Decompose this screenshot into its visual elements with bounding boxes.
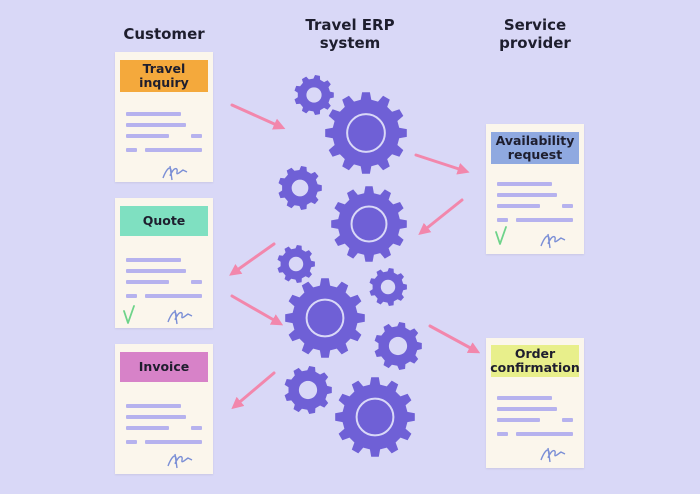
gear-hole [306,87,322,103]
erp-title-line-1: Travel ERP [305,16,395,34]
text-line [562,418,573,422]
checkmark-icon [495,226,507,245]
text-line [191,280,202,284]
gear-hub [311,304,339,332]
provider-column-title: Service provider [480,16,590,52]
quote-document: Quote [115,198,213,328]
text-line [497,218,508,222]
erp-title-line-2: system [319,34,381,52]
text-line [145,440,202,444]
arrow-inquiry-to-erp [230,103,286,130]
customer-column-title: Customer [123,25,205,43]
signature-icon [162,165,188,181]
gear-ring [350,205,388,243]
signature-icon [540,447,566,463]
gear-hole [388,336,408,356]
arrow-erp-to-invoice [231,371,276,410]
text-line [145,294,202,298]
gear-group [277,75,422,457]
text-line [145,148,202,152]
gear-icon [284,366,332,414]
text-line [126,415,186,419]
text-line [516,432,573,436]
provider-title-line-1: Service [503,16,567,34]
gear-hole [291,179,309,197]
text-line [497,418,540,422]
text-line [126,426,169,430]
arrow-erp-to-order-confirmation [428,324,481,354]
text-line [126,112,181,116]
text-line [126,294,137,298]
text-line [497,432,508,436]
gear-hole [288,256,304,272]
gear-icon [285,278,365,358]
text-line [497,193,557,197]
gear-icon [335,377,415,457]
gear-ring [355,397,395,437]
text-line [126,404,181,408]
gear-icon [278,166,322,210]
arrow-erp-to-availability [414,153,470,175]
text-line [126,258,181,262]
signature-icon [540,233,566,249]
gear-icon [331,186,407,262]
text-line [126,148,137,152]
gear-ring [346,113,386,153]
gear-icon [294,75,334,115]
quote-label: Quote [120,206,208,236]
text-line [126,134,169,138]
text-line [516,218,573,222]
erp-column-title: Travel ERP system [290,16,410,52]
text-line [562,204,573,208]
gear-hub [361,403,389,431]
gear-icon [369,268,407,306]
text-line [126,440,137,444]
signature-icon [167,453,193,469]
gear-hole [298,380,318,400]
gear-hub [356,211,382,237]
text-line [497,182,552,186]
text-line [126,280,169,284]
arrow-provider-to-erp [418,198,464,235]
gear-icon [277,245,315,283]
arrow-quote-to-erp [230,294,284,326]
text-line [497,204,540,208]
gear-hub [352,119,380,147]
gear-hole [380,279,396,295]
gear-icon [374,322,422,370]
signature-icon [167,309,193,325]
invoice-document: Invoice [115,344,213,474]
text-line [191,426,202,430]
arrow-erp-to-quote [229,242,276,276]
text-line [497,396,552,400]
provider-title-line-2: provider [499,34,571,52]
text-line [126,123,186,127]
gear-ring [305,298,345,338]
checkmark-icon [123,305,135,324]
text-line [126,269,186,273]
text-line [191,134,202,138]
text-line [497,407,557,411]
gear-icon [325,92,407,174]
invoice-label: Invoice [120,352,208,382]
